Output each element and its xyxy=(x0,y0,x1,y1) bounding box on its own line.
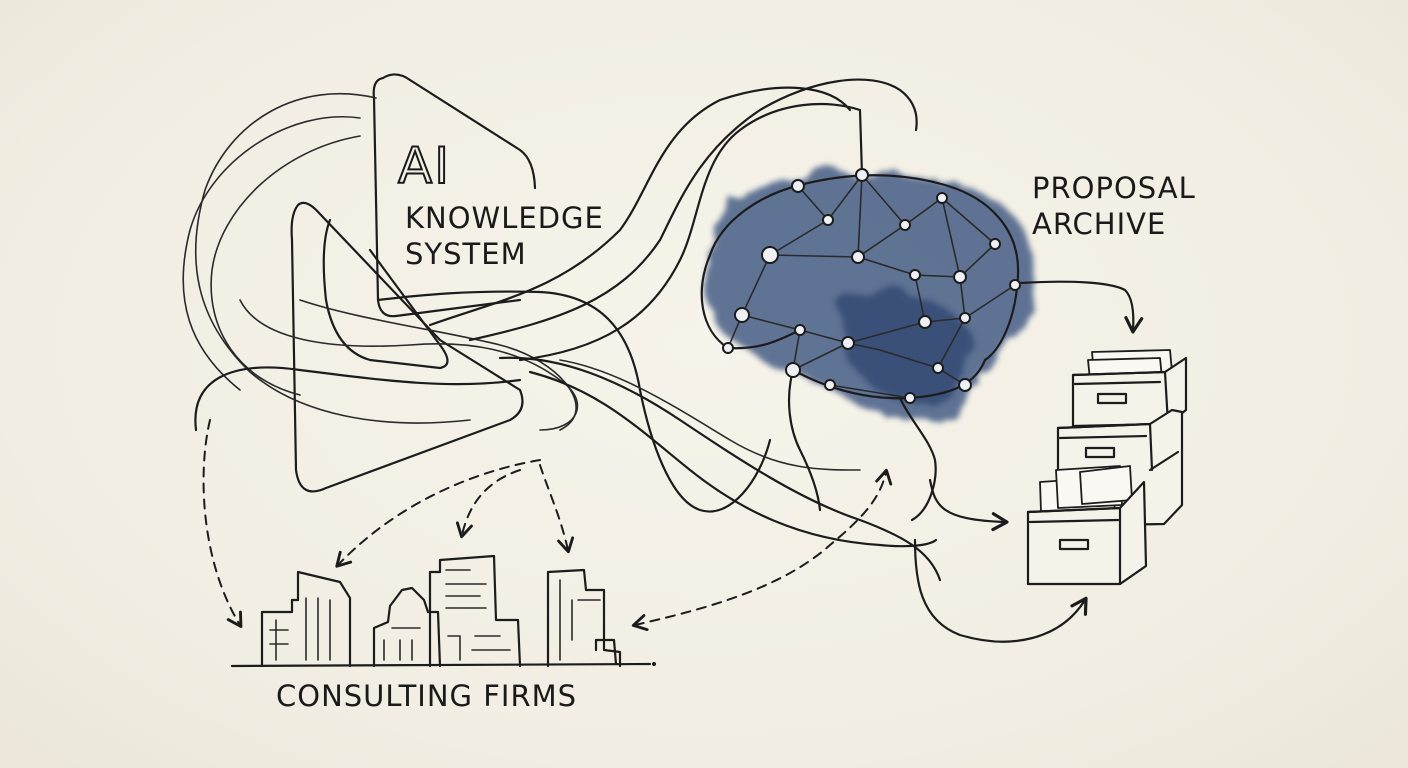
archive-label-line1: PROPOSAL xyxy=(1032,171,1196,205)
brain-to-archive-arrow xyxy=(1018,280,1144,334)
archive-label-line2: ARCHIVE xyxy=(1032,207,1167,241)
brain-network-icon xyxy=(700,168,1036,522)
flow-to-cabinet-arrow xyxy=(928,478,1009,532)
proposal-archive-label: PROPOSAL ARCHIVE xyxy=(1032,170,1196,242)
filing-cabinet-icon xyxy=(1026,349,1188,586)
lower-flow-arrow xyxy=(913,538,1088,643)
ai-subtitle-line1: KNOWLEDGE xyxy=(405,201,604,235)
city-skyline-icon xyxy=(230,554,656,668)
ai-system-sketch xyxy=(182,73,942,582)
ai-title: AI xyxy=(397,137,451,196)
ai-subtitle: KNOWLEDGE SYSTEM xyxy=(405,200,604,272)
ai-subtitle-line2: SYSTEM xyxy=(405,237,527,271)
dashed-connections xyxy=(202,419,893,632)
consulting-firms-label: CONSULTING FIRMS xyxy=(276,679,578,713)
